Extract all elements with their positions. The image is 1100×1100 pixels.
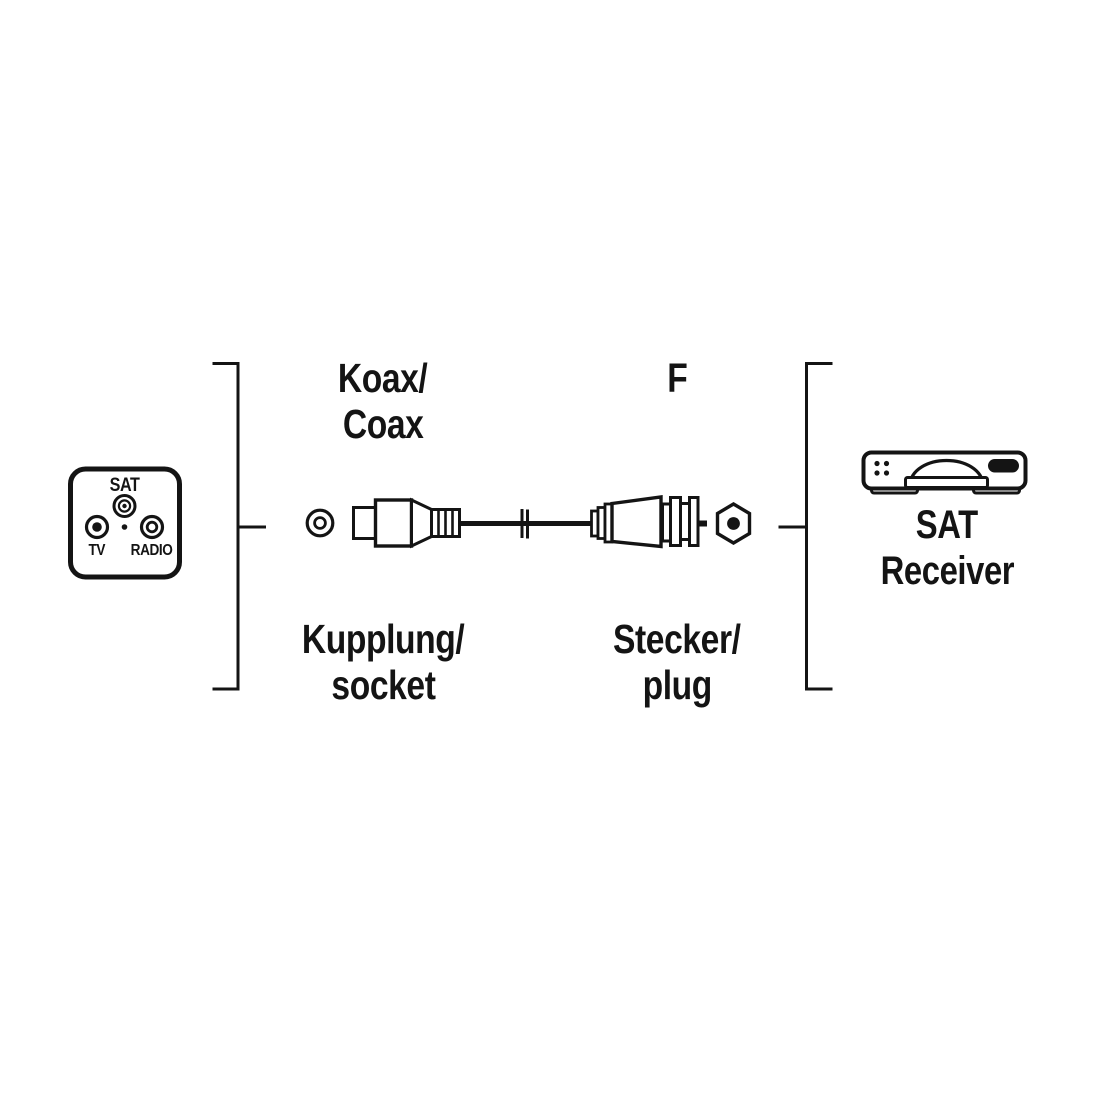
coax-role-label: Kupplung/ socket xyxy=(253,616,513,708)
coax-type-line2: Coax xyxy=(342,401,424,447)
cable-break-icon xyxy=(520,509,529,539)
coax-type-label: Koax/ Coax xyxy=(273,355,493,447)
plate-center-dot xyxy=(121,524,128,530)
radio-port-icon xyxy=(139,514,165,540)
receiver-label-line1: SAT xyxy=(916,503,978,547)
f-role-label: Stecker/ plug xyxy=(547,616,807,708)
sat-receiver-icon xyxy=(861,450,1028,495)
receiver-label: SAT Receiver xyxy=(827,502,1067,594)
left-bracket xyxy=(212,362,266,691)
f-type-label: F xyxy=(617,355,737,401)
tv-port-icon xyxy=(84,514,110,540)
receiver-label-line2: Receiver xyxy=(880,549,1014,593)
f-plug-icon xyxy=(590,495,707,549)
coax-role-line2: socket xyxy=(330,662,436,708)
coax-socket-face-icon xyxy=(305,508,335,538)
f-socket-face-icon xyxy=(715,502,752,545)
f-role-line2: plug xyxy=(642,662,712,708)
outlet-tv-label: TV xyxy=(88,542,106,559)
f-type-line1: F xyxy=(666,355,688,401)
sat-outlet-icon xyxy=(68,466,182,580)
coax-role-line1: Kupplung/ xyxy=(301,616,465,662)
right-bracket xyxy=(778,362,833,691)
sat-port-icon xyxy=(112,494,137,518)
coax-coupler-icon xyxy=(352,497,461,549)
receiver-vent-dots xyxy=(874,460,890,476)
f-role-line1: Stecker/ xyxy=(613,616,741,662)
coax-type-line1: Koax/ xyxy=(338,355,428,401)
outlet-title-label: SAT xyxy=(110,475,140,496)
outlet-radio-label: RADIO xyxy=(131,542,173,559)
